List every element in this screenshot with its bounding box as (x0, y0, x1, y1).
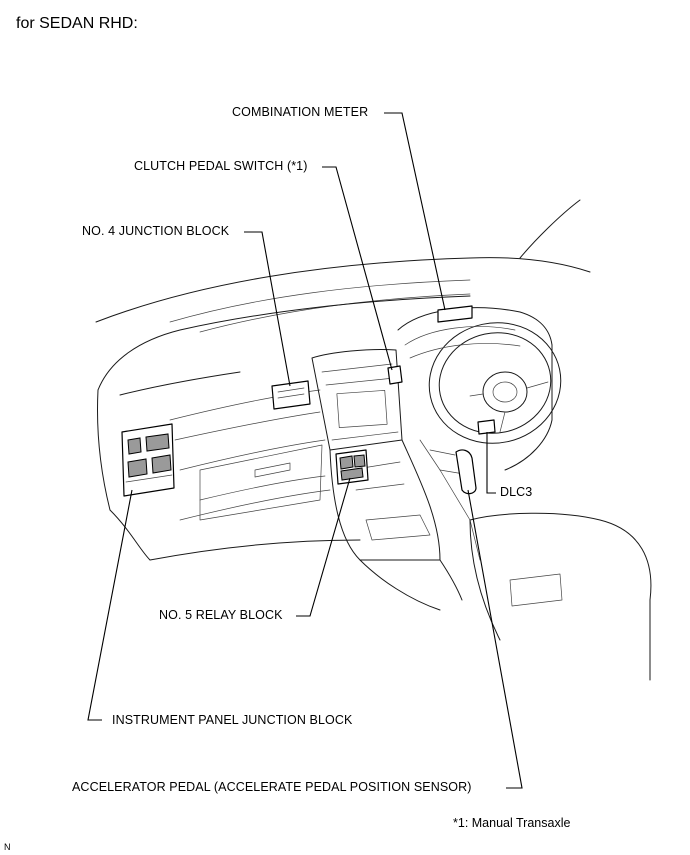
footnote: *1: Manual Transaxle (453, 816, 571, 830)
label-clutch-pedal-switch: CLUTCH PEDAL SWITCH (*1) (134, 159, 308, 173)
windshield-outline (95, 199, 591, 333)
label-combination-meter: COMBINATION METER (232, 105, 369, 119)
dlc3-part (477, 419, 496, 435)
instrument-cluster (397, 307, 553, 561)
steering-wheel (428, 322, 562, 444)
floor-and-seat (149, 512, 652, 681)
no4-junction-block-part (271, 380, 311, 410)
center-console (311, 348, 463, 611)
label-accelerator-pedal: ACCELERATOR PEDAL (ACCELERATE PEDAL POSI… (72, 780, 472, 794)
figure-code: N (4, 842, 11, 852)
label-no5-relay-block: NO. 5 RELAY BLOCK (159, 608, 283, 622)
combination-meter-part (437, 305, 473, 323)
page-heading: for SEDAN RHD: (16, 15, 138, 32)
clutch-pedal-switch-part (387, 365, 403, 385)
dashboard-outline (97, 295, 471, 561)
instrument-panel-junction-block-part (121, 423, 175, 497)
leader-lines (87, 112, 523, 789)
no5-relay-block-part (335, 449, 369, 485)
accelerator-pedal-part (455, 449, 477, 495)
label-instrument-panel-junction-block: INSTRUMENT PANEL JUNCTION BLOCK (112, 713, 353, 727)
label-no4-junction-block: NO. 4 JUNCTION BLOCK (82, 224, 230, 238)
label-dlc3: DLC3 (500, 485, 533, 499)
